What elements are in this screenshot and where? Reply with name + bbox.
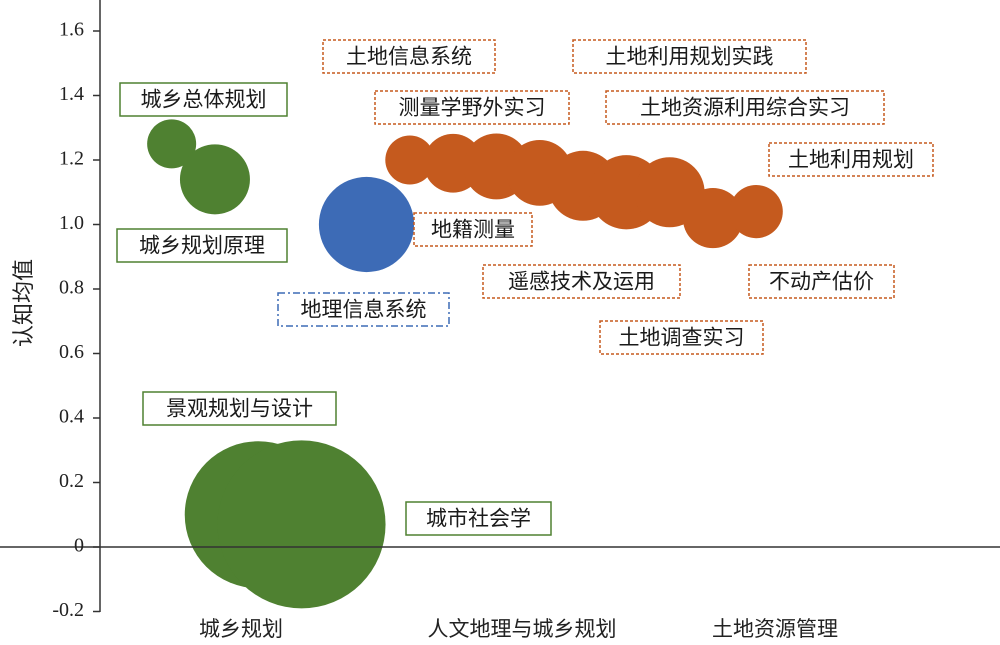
category-label-group: 城乡规划 人文地理与城乡规划 土地资源管理 [199, 617, 838, 641]
point-label: 土地调查实习 [619, 326, 745, 350]
point-label: 城乡规划原理 [139, 234, 265, 258]
y-axis-label: 认知均值 [12, 259, 37, 347]
y-tick-label: 0 [74, 535, 84, 557]
y-tick-label: 1.2 [59, 148, 84, 170]
point-label-box [405, 501, 552, 536]
point-label: 景观规划与设计 [166, 397, 313, 421]
point-label-box [482, 264, 681, 299]
point-label-box [277, 292, 450, 327]
point-label-box [768, 142, 934, 177]
y-tick-label: 0.4 [59, 406, 84, 428]
point-label-box [116, 228, 288, 263]
point-label: 城乡总体规划 [141, 88, 267, 112]
y-tick-group: -0.2 0 0.2 0.4 0.6 0.8 1.0 1.2 1.4 1.6 [52, 19, 100, 621]
bubble [682, 187, 744, 249]
bubble [385, 135, 435, 185]
point-label: 土地利用规划实践 [606, 45, 774, 69]
point-label-box [413, 212, 533, 247]
point-label-box [572, 39, 807, 74]
point-label: 土地信息系统 [346, 45, 472, 69]
point-label: 土地资源利用综合实习 [640, 96, 850, 120]
point-label: 遥感技术及运用 [508, 270, 655, 294]
bubble [729, 185, 783, 239]
bubble [147, 119, 197, 169]
point-label-box [748, 264, 895, 299]
y-tick-label: -0.2 [52, 599, 84, 621]
point-label: 地理信息系统 [301, 298, 427, 322]
bubble-layer [147, 119, 783, 609]
y-tick-label: 1.0 [59, 212, 84, 234]
point-label-box [599, 320, 764, 355]
point-label: 地籍测量 [431, 218, 515, 242]
x-category-label: 人文地理与城乡规划 [428, 617, 617, 641]
y-tick-label: 1.4 [59, 83, 84, 105]
point-label-box [119, 82, 288, 117]
bubble [179, 144, 250, 215]
bubble [318, 176, 415, 273]
point-label: 土地利用规划 [788, 148, 914, 172]
y-tick-label: 0.6 [59, 341, 84, 363]
point-label: 不动产估价 [769, 270, 874, 294]
x-category-label: 土地资源管理 [712, 617, 838, 641]
x-category-label: 城乡规划 [199, 617, 283, 641]
bubble [217, 440, 386, 609]
y-tick-label: 0.8 [59, 277, 84, 299]
point-label-box [605, 90, 885, 125]
point-label-box [374, 90, 570, 125]
point-label: 测量学野外实习 [399, 96, 546, 120]
y-tick-label: 0.2 [59, 470, 84, 492]
point-label: 城市社会学 [426, 507, 531, 531]
y-tick-label: 1.6 [59, 19, 84, 41]
point-label-box [142, 391, 337, 426]
point-label-box [322, 39, 496, 74]
